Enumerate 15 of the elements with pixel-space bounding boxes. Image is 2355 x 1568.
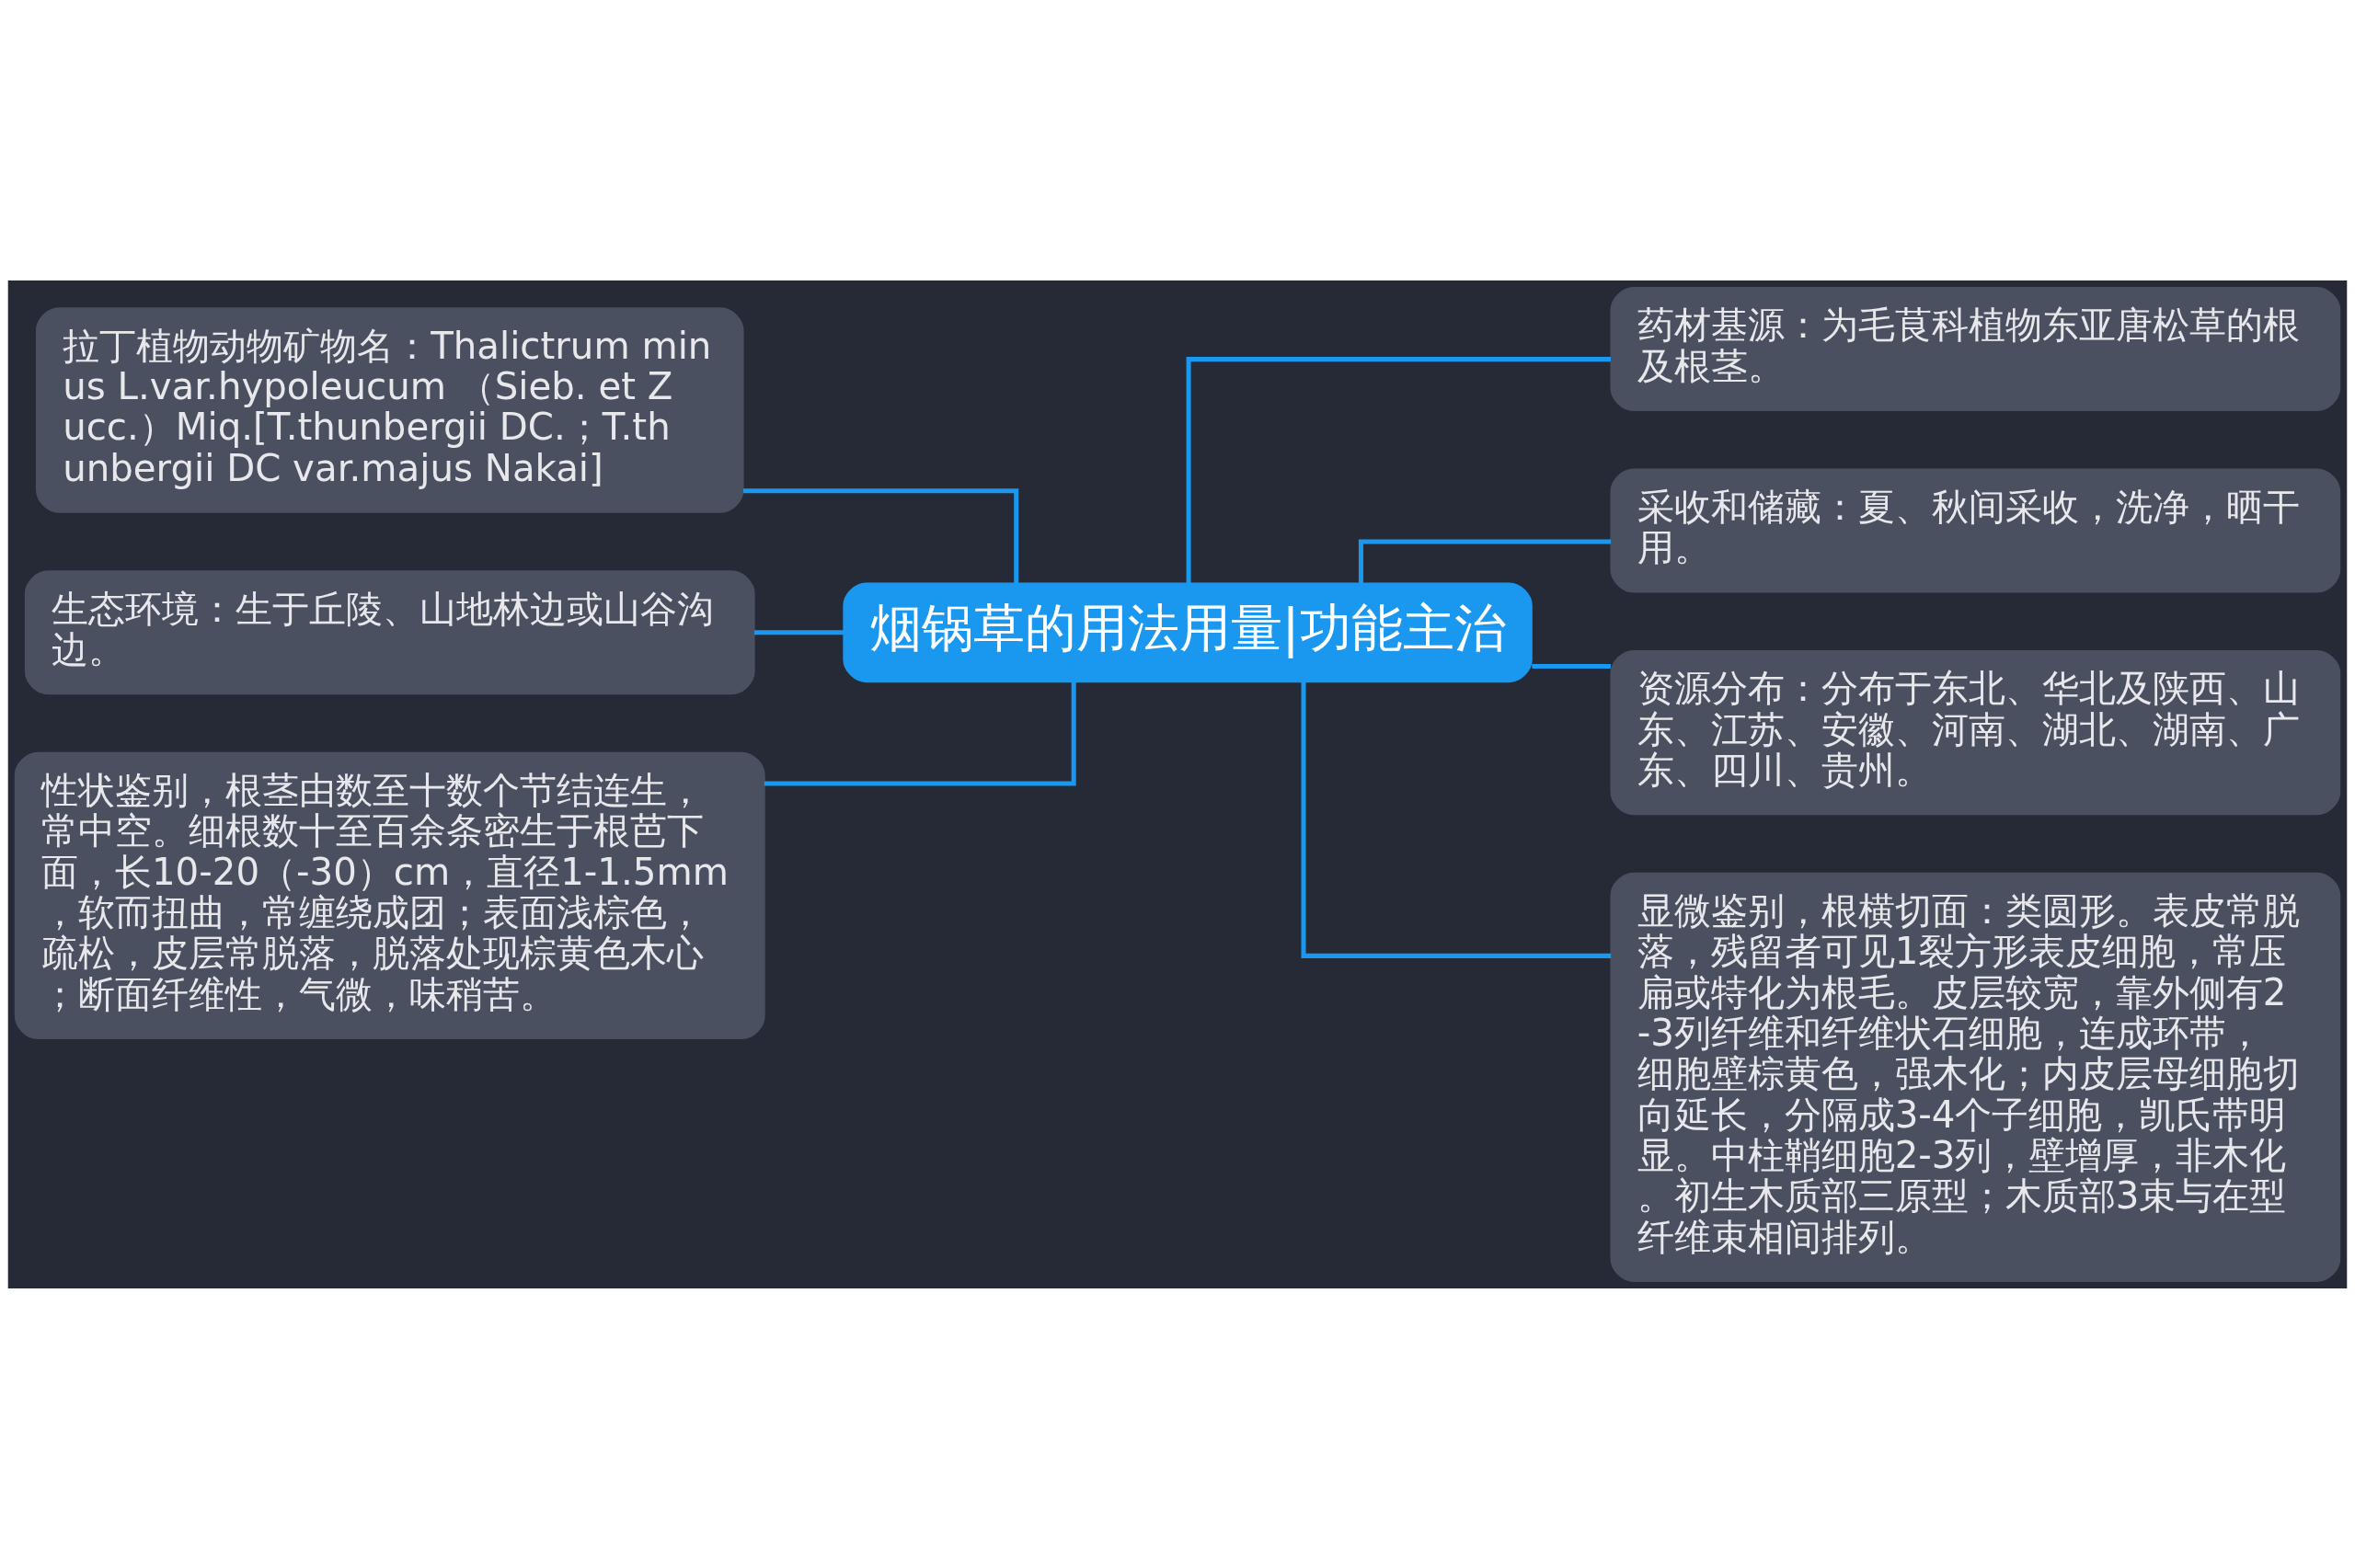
connector [754, 629, 844, 635]
node-box: 资源分布：分布于东北、华北及陕西、山东、江苏、安徽、河南、湖北、湖南、广东、四川、贵州。 [1610, 649, 2341, 815]
connector [1301, 681, 1612, 958]
node-box: 性状鉴别，根茎由数至十数个节结连生，常中空。细根数十至百余条密生于根芭下面，长10-20（-30）cm，直径1-1.5mm，软而扭曲，常缠绕成团；表面浅棕色，疏松，皮层常脱落，脱落处现棕黄色木心；断面纤维性，气微，味稍苦。 [14, 751, 765, 1039]
connector [1532, 663, 1611, 669]
node-box: 生态环境：生于丘陵、山地林边或山谷沟边。 [24, 569, 755, 694]
node-box: 采收和储藏：夏、秋间采收，洗净，晒干用。 [1610, 468, 2341, 592]
connector [764, 681, 1076, 785]
node-box: 拉丁植物动物矿物名：Thalictrum minus L.var.hypoleucum （Sieb. et Zucc.）Miq.[T.thunbergii DC.；T.thunbergii DC var.majus Nakai] [35, 306, 744, 513]
connector [1186, 356, 1611, 583]
node-box: 药材基源：为毛茛科植物东亚唐松草的根及根茎。 [1610, 286, 2341, 411]
connector [743, 487, 1019, 583]
node-box: 显微鉴别，根横切面：类圆形。表皮常脱落，残留者可见1裂方形表皮细胞，常压扁或特化为根毛。皮层较宽，靠外侧有2-3列纤维和纤维状石细胞，连成环带，细胞壁棕黄色，强木化；内皮层母细胞切向延长，分隔成3-4个子细胞，凯氏带明显。中柱鞘细胞2-3列，壁增厚，非木化。初生木质部三原型；木质部3束与在型纤维束相间排列。 [1610, 872, 2341, 1282]
node-box: 烟锅草的用法用量|功能主治 [843, 581, 1533, 682]
connector [1358, 539, 1612, 583]
